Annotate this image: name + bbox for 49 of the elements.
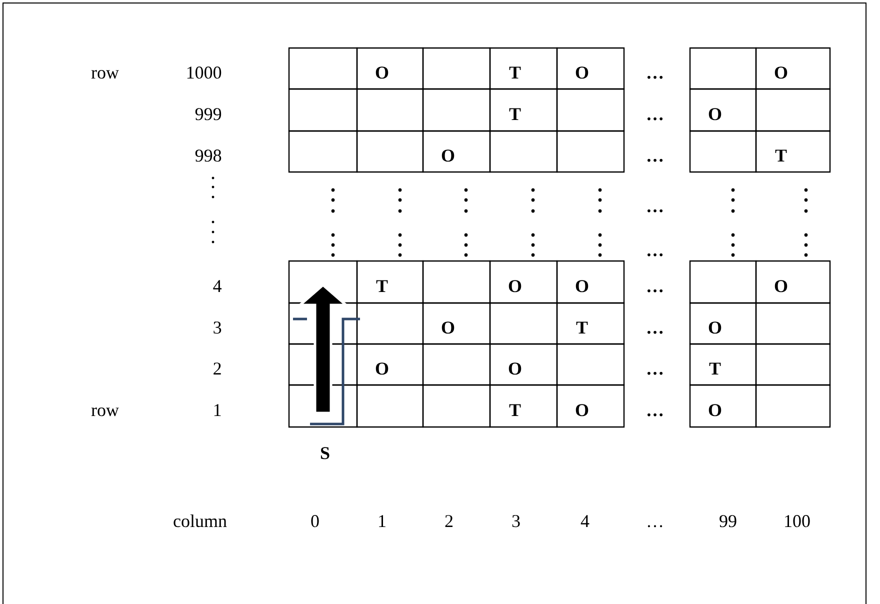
grid-cell: O [689, 88, 757, 132]
ellipsis: … [648, 76, 663, 79]
row-label: row [91, 70, 119, 79]
row-number: 999 [195, 108, 222, 120]
row-label: row [91, 408, 119, 416]
grid-cell: O [422, 302, 491, 345]
ellipsis: … [648, 209, 663, 212]
ellipsis: … [648, 413, 663, 416]
grid-cell: T [356, 260, 424, 304]
row-number: 1000 [187, 66, 222, 79]
grid-cell: T [489, 47, 558, 90]
grid-cell: O [489, 343, 558, 386]
grid-cell: O [556, 47, 625, 90]
column-number: 1 [379, 515, 386, 527]
grid-cell: T [755, 130, 831, 173]
ellipsis: … [648, 289, 663, 292]
grid-cell: T [689, 343, 757, 386]
grid-cell: O [689, 302, 757, 345]
ellipsis: … [648, 117, 663, 120]
grid-cell: O [755, 260, 831, 304]
row-number: 2 [214, 362, 221, 374]
column-number: 3 [512, 515, 520, 528]
grid-cell: O [556, 260, 625, 304]
column-number: 2 [445, 515, 453, 527]
column-number: 0 [311, 515, 319, 528]
column-number: 99 [720, 515, 736, 528]
grid-cell: O [556, 384, 625, 428]
grid-cell: O [422, 130, 491, 173]
grid-cell: O [356, 47, 424, 90]
row-number: 1 [214, 404, 221, 416]
column-number: 4 [580, 515, 590, 527]
row-number: 998 [195, 150, 222, 162]
grid-cell: O [489, 260, 558, 304]
grid-cell: O [356, 343, 424, 386]
grid-cell: T [489, 88, 558, 132]
grid-cell: T [556, 302, 625, 345]
row-number: 4 [213, 280, 222, 292]
axis-label: column [174, 514, 227, 528]
column-number: 100 [785, 515, 810, 528]
start-label: S [320, 447, 330, 460]
grid-cell: O [689, 384, 757, 428]
ellipsis: … [648, 253, 663, 256]
ellipsis: … [648, 372, 663, 375]
ellipsis: … [648, 330, 663, 334]
grid-cell: T [489, 384, 558, 428]
column-number: … [648, 525, 662, 528]
row-number: 3 [214, 322, 222, 334]
ellipsis: … [648, 158, 663, 162]
grid-cell: O [755, 47, 831, 90]
